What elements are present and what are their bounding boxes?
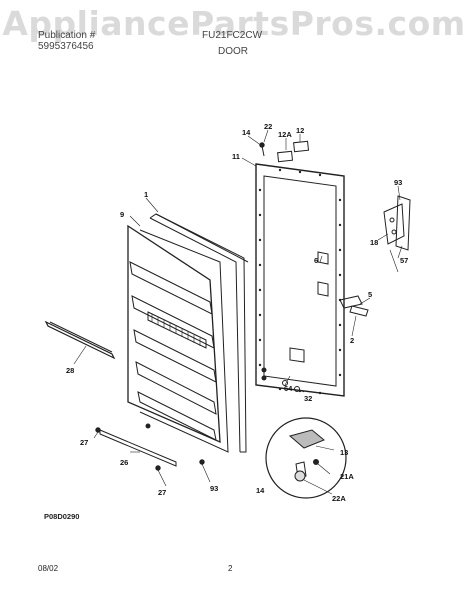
callout-5: 5 [368, 290, 373, 299]
callout-22a: 22A [332, 494, 346, 503]
section-title: DOOR [218, 46, 248, 57]
footer-date: 08/02 [38, 564, 59, 573]
inner-liner [127, 224, 221, 444]
callout-64: 64 [284, 384, 293, 393]
callout-13: 13 [340, 448, 349, 457]
publication-label: Publication # [38, 30, 96, 41]
frame-screw-holes [258, 168, 342, 395]
callout-18: 18 [370, 238, 379, 247]
callout-6: 6 [314, 256, 319, 265]
callout-93-bottom: 93 [210, 484, 219, 493]
callout-14-top: 14 [242, 128, 251, 137]
door-rail [44, 320, 116, 360]
door-shelves [129, 261, 217, 441]
callout-26: 26 [120, 458, 129, 467]
callout-12: 12 [296, 126, 305, 135]
publication-number: 5995376456 [38, 41, 94, 52]
callout-57: 57 [400, 256, 409, 265]
callout-9: 9 [120, 210, 125, 219]
callout-93-top: 93 [394, 178, 403, 187]
callout-28: 28 [66, 366, 75, 375]
detail-circle [265, 417, 347, 499]
callout-14-bottom: 14 [256, 486, 265, 495]
callout-21a: 21A [340, 472, 354, 481]
callout-27-bottom: 27 [158, 488, 167, 497]
callout-12a: 12A [278, 130, 292, 139]
callout-22: 22 [264, 122, 273, 131]
callout-1: 1 [144, 190, 149, 199]
outer-door-panel [149, 213, 247, 453]
callout-27-left: 27 [80, 438, 89, 447]
diagram-code: P08D0290 [44, 512, 80, 521]
door-frame-outer [255, 163, 345, 397]
model-number: FU21FC2CW [202, 30, 263, 41]
callout-32: 32 [304, 394, 313, 403]
door-frame-inner [263, 175, 337, 387]
callout-11: 11 [232, 152, 240, 161]
footer-page: 2 [228, 564, 233, 573]
callout-2: 2 [350, 336, 355, 345]
watermark: AppliancePartsPros.com [2, 4, 466, 43]
